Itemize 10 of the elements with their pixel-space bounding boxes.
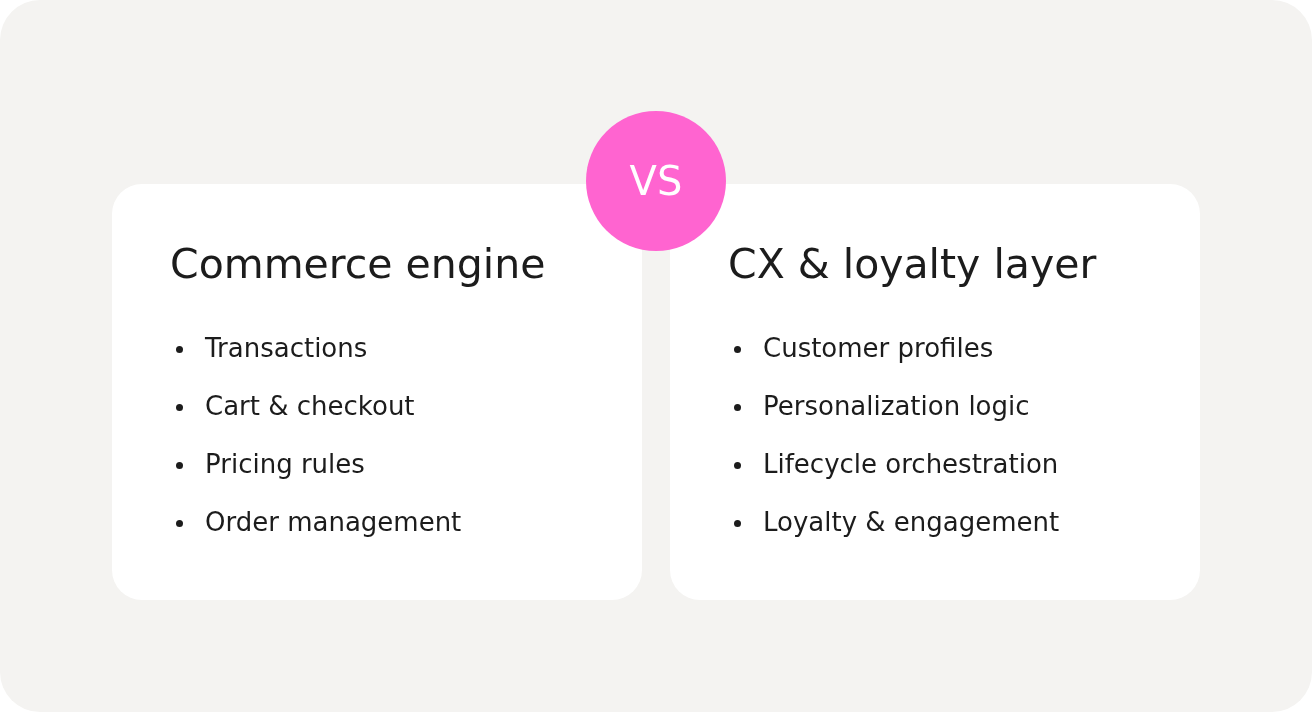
list-item: Lifecycle orchestration xyxy=(763,449,1059,479)
list-item: Order management xyxy=(205,507,462,537)
card-title: CX & loyalty layer xyxy=(728,240,1097,288)
list-item: Cart & checkout xyxy=(205,391,415,421)
list-item: Transactions xyxy=(205,333,368,363)
list-item: Customer profiles xyxy=(763,333,994,363)
list-item: Personalization logic xyxy=(763,391,1030,421)
card-title: Commerce engine xyxy=(170,240,546,288)
list-item: Loyalty & engagement xyxy=(763,507,1060,537)
list-item: Pricing rules xyxy=(205,449,365,479)
